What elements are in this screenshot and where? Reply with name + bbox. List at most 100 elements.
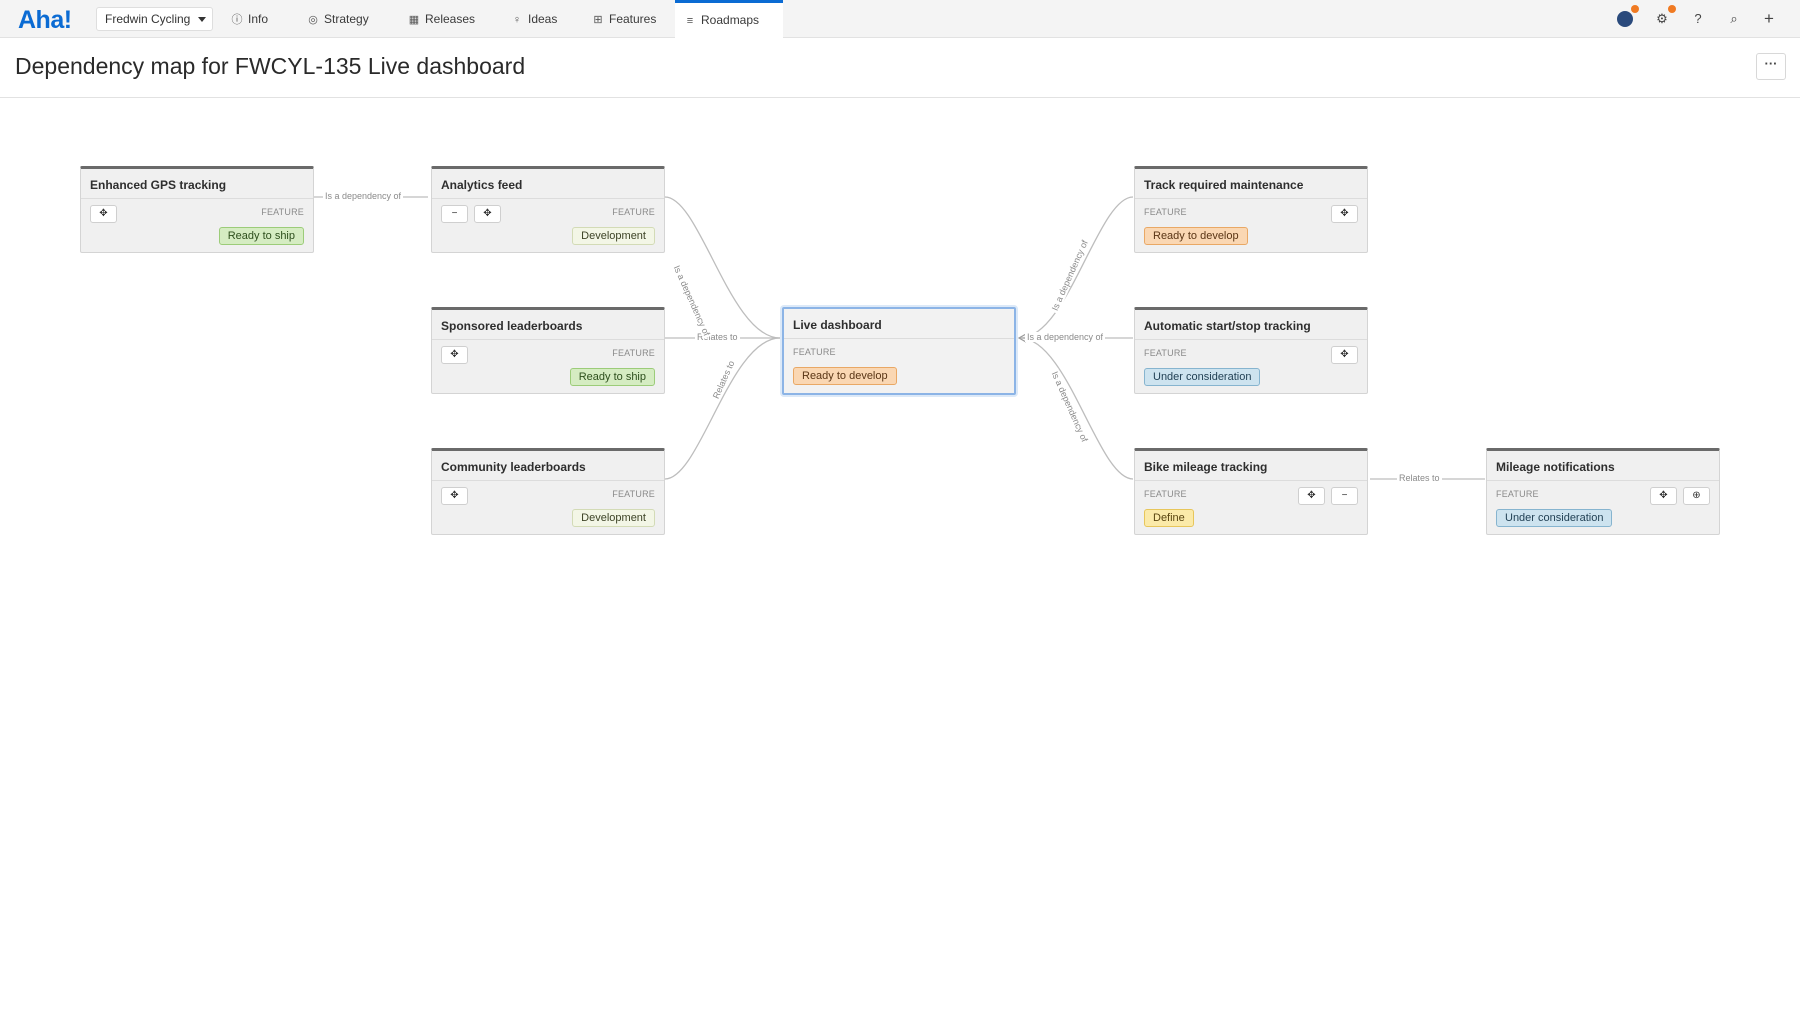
card-type: FEATURE	[612, 207, 655, 217]
card-type: FEATURE	[1144, 207, 1187, 217]
card-type: FEATURE	[1496, 489, 1539, 499]
feature-card-automatic-start-stop[interactable]: Automatic start/stop tracking FEATURE ✥ …	[1134, 307, 1368, 394]
workspace-select[interactable]: Fredwin Cycling	[96, 7, 214, 31]
card-type: FEATURE	[1144, 348, 1187, 358]
focus-node-button[interactable]: ✥	[1650, 487, 1677, 505]
calendar-icon: ▦	[408, 14, 420, 26]
card-type: FEATURE	[1144, 489, 1187, 499]
move-icon: ✥	[450, 490, 459, 501]
dependency-map[interactable]: Is a dependency of Relates to Is a depen…	[0, 98, 1800, 1013]
divider	[1135, 480, 1367, 481]
divider	[1135, 339, 1367, 340]
settings-button[interactable]: ⚙	[1651, 5, 1676, 30]
move-icon: ✥	[1307, 490, 1316, 501]
nav-item-info[interactable]: ⓘ Info	[222, 0, 276, 38]
focus-node-button[interactable]: ✥	[441, 487, 468, 505]
help-button[interactable]: ?	[1687, 8, 1709, 30]
minus-icon: −	[451, 208, 458, 219]
lightbulb-icon: ♀	[512, 14, 522, 26]
divider	[1135, 198, 1367, 199]
notification-dot	[1631, 5, 1639, 13]
nav-item-strategy[interactable]: ◎Strategy	[298, 0, 377, 38]
status-badge: Ready to ship	[569, 368, 655, 386]
move-icon: ✥	[1340, 349, 1349, 360]
edge-label: Is a dependency of	[1025, 332, 1106, 342]
move-icon: ✥	[483, 208, 492, 219]
card-title[interactable]: Track required maintenance	[1144, 178, 1304, 192]
focus-node-button[interactable]: ✥	[474, 205, 501, 223]
card-title[interactable]: Analytics feed	[441, 178, 523, 192]
card-title[interactable]: Enhanced GPS tracking	[90, 178, 227, 192]
add-button[interactable]: +	[1758, 8, 1780, 30]
feature-card-live-dashboard[interactable]: Live dashboard FEATURE Ready to develop	[782, 307, 1016, 395]
move-icon: ✥	[99, 208, 108, 219]
card-title[interactable]: Automatic start/stop tracking	[1144, 319, 1311, 333]
card-title[interactable]: Sponsored leaderboards	[441, 319, 583, 333]
divider	[432, 480, 664, 481]
status-badge: Define	[1144, 509, 1194, 527]
edge-bike-live	[1019, 337, 1134, 480]
feature-card-bike-mileage[interactable]: Bike mileage tracking FEATURE ✥ − Define	[1134, 448, 1368, 535]
divider	[1487, 480, 1719, 481]
nav-item-label: Features	[609, 12, 657, 26]
edge-analytics-live	[664, 196, 781, 339]
expand-icon: ⊕	[1692, 490, 1701, 501]
gear-icon: ⚙	[1656, 11, 1668, 26]
expand-button[interactable]: ⊕	[1683, 487, 1710, 505]
focus-node-button[interactable]: ✥	[1331, 205, 1358, 223]
chevron-down-icon	[198, 17, 207, 22]
card-title[interactable]: Community leaderboards	[441, 460, 586, 474]
feature-card-mileage-notifications[interactable]: Mileage notifications FEATURE ✥ ⊕ Under …	[1486, 448, 1720, 535]
card-title[interactable]: Live dashboard	[793, 318, 882, 332]
status-badge: Under consideration	[1144, 368, 1261, 386]
nav-item-label: Info	[248, 12, 269, 26]
card-title[interactable]: Bike mileage tracking	[1144, 460, 1268, 474]
avatar[interactable]	[1614, 5, 1639, 30]
card-type: FEATURE	[261, 207, 304, 217]
card-type: FEATURE	[612, 348, 655, 358]
plus-icon: +	[1764, 9, 1774, 28]
collapse-button[interactable]: −	[441, 205, 468, 223]
grid-icon: ⊞	[593, 14, 603, 26]
status-badge: Ready to ship	[218, 227, 304, 245]
status-badge: Development	[572, 509, 655, 527]
feature-card-sponsored-leaderboards[interactable]: Sponsored leaderboards ✥ FEATURE Ready t…	[431, 307, 665, 394]
target-icon: ◎	[308, 14, 318, 26]
status-badge: Ready to develop	[1144, 227, 1248, 245]
nav-item-features[interactable]: ⊞ Features	[583, 0, 664, 38]
collapse-button[interactable]: −	[1331, 487, 1358, 505]
search-icon: ⌕	[1730, 11, 1738, 26]
divider	[81, 198, 313, 199]
card-type: FEATURE	[793, 347, 836, 357]
card-type: FEATURE	[612, 489, 655, 499]
edge-community-live	[664, 337, 781, 480]
info-icon: ⓘ	[231, 14, 243, 26]
feature-card-enhanced-gps[interactable]: Enhanced GPS tracking ✥ FEATURE Ready to…	[80, 166, 314, 253]
edge-label: Relates to	[695, 332, 740, 342]
card-title[interactable]: Mileage notifications	[1496, 460, 1615, 474]
feature-card-track-maintenance[interactable]: Track required maintenance FEATURE ✥ Rea…	[1134, 166, 1368, 253]
focus-node-button[interactable]: ✥	[1331, 346, 1358, 364]
status-badge: Development	[572, 227, 655, 245]
nav-item-releases[interactable]: ▦Releases	[399, 0, 483, 38]
feature-card-analytics-feed[interactable]: Analytics feed − ✥ FEATURE Development	[431, 166, 665, 253]
roadmap-icon: ≡	[686, 15, 694, 27]
focus-node-button[interactable]: ✥	[90, 205, 117, 223]
page-title: Dependency map for FWCYL-135 Live dashbo…	[15, 53, 526, 79]
divider	[432, 339, 664, 340]
more-options-button[interactable]: ···	[1756, 53, 1786, 80]
divider	[784, 338, 1014, 339]
focus-node-button[interactable]: ✥	[1298, 487, 1325, 505]
focus-node-button[interactable]: ✥	[441, 346, 468, 364]
move-icon: ✥	[450, 349, 459, 360]
edge-label: Is a dependency of	[323, 191, 404, 201]
feature-card-community-leaderboards[interactable]: Community leaderboards ✥ FEATURE Develop…	[431, 448, 665, 535]
search-button[interactable]: ⌕	[1723, 8, 1745, 30]
nav-item-ideas[interactable]: ♀Ideas	[502, 0, 565, 38]
help-icon: ?	[1694, 11, 1702, 26]
status-badge: Ready to develop	[793, 367, 897, 385]
nav-item-roadmaps[interactable]: ≡Roadmaps	[675, 0, 783, 38]
status-badge: Under consideration	[1496, 509, 1613, 527]
notification-dot	[1668, 5, 1676, 13]
aha-logo[interactable]: Aha!	[18, 6, 72, 34]
